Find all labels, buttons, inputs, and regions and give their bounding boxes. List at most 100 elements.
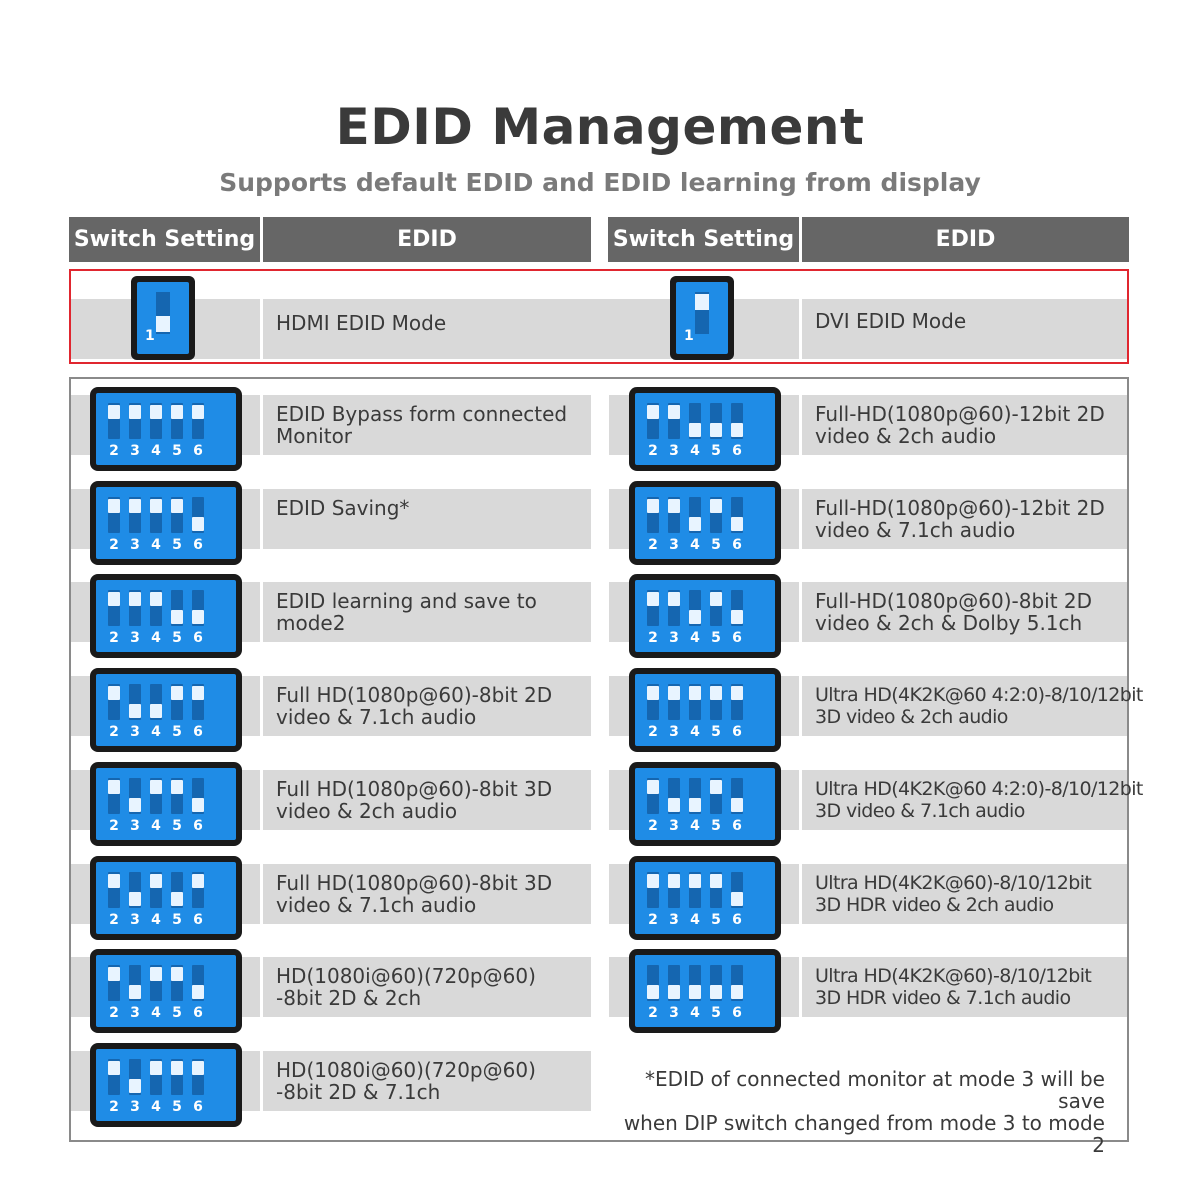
switch-number-label: 5 <box>711 536 721 553</box>
dip-toggle <box>689 590 701 627</box>
dip-toggle <box>668 590 680 627</box>
switch-number-label: 3 <box>130 911 140 928</box>
switch-number-label: 5 <box>711 630 721 647</box>
switch-number-label: 4 <box>690 724 700 741</box>
page-subtitle: Supports default EDID and EDID learning … <box>219 168 981 197</box>
dip-toggle <box>731 965 743 1002</box>
switch-number-label: 6 <box>193 536 203 553</box>
switch-number-label: 2 <box>109 536 119 553</box>
switch-number-label: 6 <box>732 443 742 459</box>
dip-toggle <box>108 590 120 627</box>
dip-toggle <box>647 590 659 627</box>
switch-number-label: 4 <box>690 536 700 553</box>
switch-number-label: 6 <box>732 536 742 553</box>
switch-number-label: 6 <box>732 630 742 647</box>
dip-toggle <box>647 403 659 439</box>
switch-number-label: 5 <box>172 1005 182 1022</box>
switch-number-label: 4 <box>690 443 700 459</box>
switch-number-label: 4 <box>151 630 161 647</box>
dip-toggle <box>731 777 743 814</box>
dip-toggle <box>668 777 680 814</box>
switch-number-label: 5 <box>711 911 721 928</box>
header-edid-right: EDID <box>802 217 1129 262</box>
dip-toggle <box>710 496 722 533</box>
mode-selection-box <box>69 269 1129 364</box>
dip-toggle <box>689 684 701 721</box>
dip-toggle <box>108 403 120 439</box>
switch-number-label: 4 <box>151 817 161 834</box>
switch-number-label: 2 <box>648 536 658 553</box>
switch-number-label: 2 <box>109 911 119 928</box>
switch-number-label: 3 <box>669 443 679 459</box>
dip-toggle <box>129 777 141 814</box>
dip-toggle <box>129 965 141 1002</box>
switch-number-label: 6 <box>732 817 742 834</box>
dip-toggle <box>150 871 162 908</box>
switch-number-label: 6 <box>193 443 203 459</box>
dip-toggle <box>689 871 701 908</box>
dip-toggle <box>192 965 204 1002</box>
switch-number-label: 5 <box>172 817 182 834</box>
edid-label-right-7: Ultra HD(4K2K@60)-8/10/12bit 3D HDR vide… <box>815 965 1092 1010</box>
dip-toggle <box>171 1058 183 1095</box>
dip-toggle <box>108 684 120 721</box>
dip-toggle <box>171 590 183 627</box>
dip-toggle <box>171 965 183 1002</box>
dip-toggle <box>129 871 141 908</box>
switch-number-label: 4 <box>690 630 700 647</box>
switch-number-label: 5 <box>172 724 182 741</box>
dip-toggle <box>150 403 162 439</box>
dip-toggle <box>150 590 162 627</box>
switch-number-label: 2 <box>648 724 658 741</box>
switch-number-label: 5 <box>172 1098 182 1115</box>
dip-toggle <box>150 777 162 814</box>
switch-number-label: 6 <box>732 1005 742 1022</box>
dip-toggle <box>129 403 141 439</box>
switch-number-label: 2 <box>648 817 658 834</box>
edid-label-right-6: Ultra HD(4K2K@60)-8/10/12bit 3D HDR vide… <box>815 871 1092 916</box>
dip-toggle <box>731 590 743 627</box>
switch-number-label: 5 <box>711 1005 721 1022</box>
switch-number-label: 6 <box>732 911 742 928</box>
dip-toggle <box>129 590 141 627</box>
page-title: EDID Management <box>335 98 865 156</box>
switch-number-label: 5 <box>172 911 182 928</box>
dip-toggle <box>647 496 659 533</box>
switch-number-label: 5 <box>711 817 721 834</box>
edid-label-left-5: Full HD(1080p@60)-8bit 3D video & 2ch au… <box>276 776 553 823</box>
dip-toggle <box>129 684 141 721</box>
dip-toggle <box>731 871 743 908</box>
switch-number-label: 4 <box>690 911 700 928</box>
dip-toggle <box>108 496 120 533</box>
switch-number-label: 2 <box>109 630 119 647</box>
switch-number-label: 3 <box>130 1098 140 1115</box>
edid-label-left-4: Full HD(1080p@60)-8bit 2D video & 7.1ch … <box>276 683 553 730</box>
dip-toggle <box>108 965 120 1002</box>
switch-number-label: 3 <box>669 536 679 553</box>
dip-toggle <box>129 496 141 533</box>
dip-toggle <box>710 871 722 908</box>
dip-toggle <box>192 684 204 721</box>
dip-toggle <box>731 496 743 533</box>
dip-toggle <box>689 965 701 1002</box>
switch-number-label: 2 <box>648 443 658 459</box>
edid-label-right-1: Full-HD(1080p@60)-12bit 2D video & 2ch a… <box>815 402 1105 448</box>
header-switch-setting-left: Switch Setting <box>69 217 260 262</box>
switch-number-label: 2 <box>109 1098 119 1115</box>
switch-number-label: 3 <box>669 1005 679 1022</box>
switch-number-label: 5 <box>172 630 182 647</box>
dip-toggle <box>689 496 701 533</box>
dip-toggle <box>668 871 680 908</box>
edid-label-left-8: HD(1080i@60)(720p@60) -8bit 2D & 7.1ch <box>276 1057 536 1104</box>
dip-toggle <box>171 777 183 814</box>
dip-switch-mode-left: 1 <box>131 276 195 360</box>
dip-toggle <box>192 403 204 439</box>
mode-label-hdmi: HDMI EDID Mode <box>276 311 447 335</box>
dip-toggle <box>731 403 743 439</box>
